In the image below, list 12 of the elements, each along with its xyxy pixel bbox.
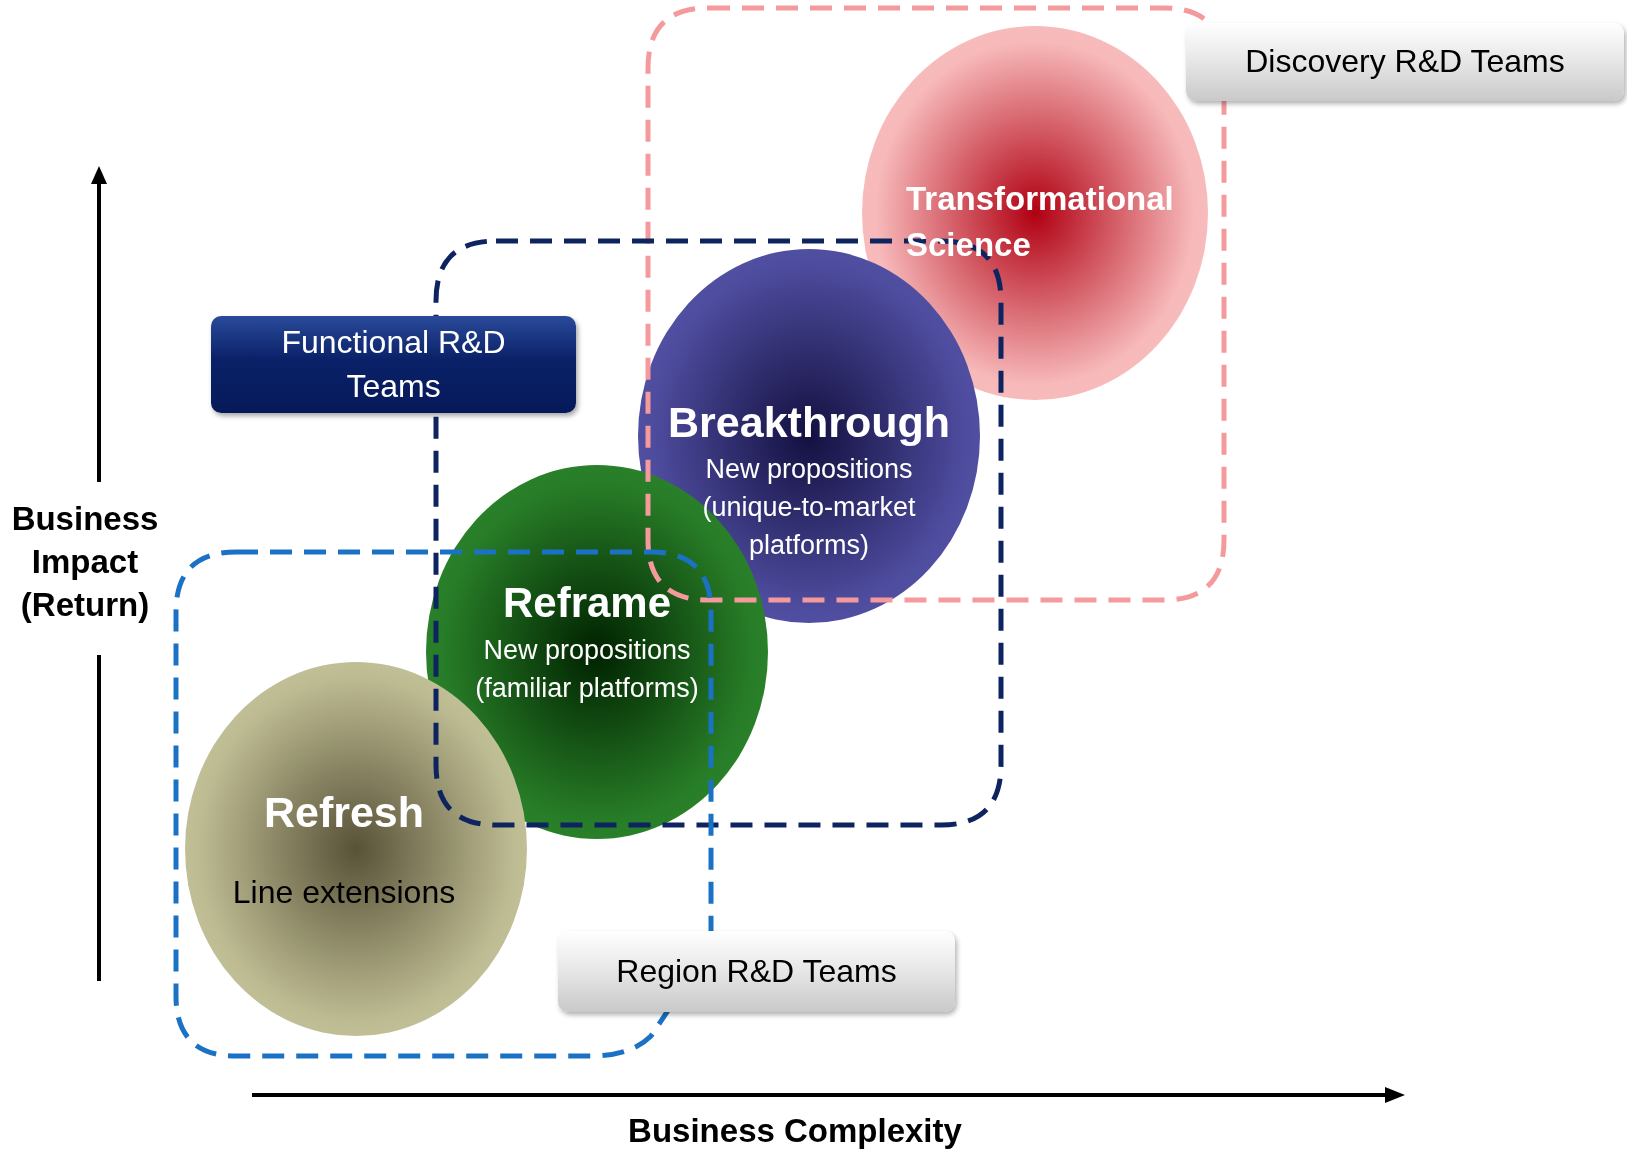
- circle-description: New propositions (familiar platforms): [474, 634, 700, 705]
- team-label: Region R&D Teams: [558, 931, 955, 1012]
- axis-label: Business Complexity: [627, 1111, 963, 1151]
- team-label: Functional R&D Teams: [211, 316, 576, 413]
- axis-label: Business Impact (Return): [10, 499, 160, 625]
- circle-description: Line extensions: [231, 873, 457, 912]
- circle-title: Breakthrough: [668, 397, 950, 448]
- circle-title: Refresh: [263, 787, 425, 838]
- circle-title: Transformational Science: [906, 179, 1175, 265]
- circle-description: New propositions (unique-to-market platforms): [701, 453, 917, 562]
- team-label: Discovery R&D Teams: [1186, 23, 1624, 101]
- circle-title: Reframe: [502, 578, 672, 628]
